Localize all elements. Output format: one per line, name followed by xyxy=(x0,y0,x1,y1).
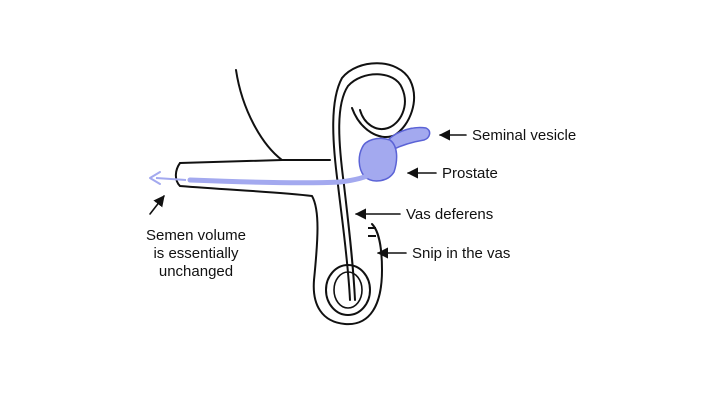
label-semen-line-1: Semen volume xyxy=(146,227,246,244)
label-seminal-vesicle: Seminal vesicle xyxy=(472,127,576,144)
label-snip: Snip in the vas xyxy=(412,245,510,262)
prostate-shape xyxy=(358,137,398,182)
penis-outline xyxy=(174,159,383,326)
label-prostate: Prostate xyxy=(442,165,498,182)
label-vas-deferens: Vas deferens xyxy=(406,206,493,223)
body-outline xyxy=(179,69,283,164)
label-semen-line-2: is essentially xyxy=(153,245,239,262)
semen-flow-arrow xyxy=(155,177,187,181)
label-semen-line-3: unchanged xyxy=(159,263,233,280)
semen-flow-arrowhead xyxy=(149,171,161,185)
urethra-channel xyxy=(187,169,378,186)
seminal-vesicle-shape xyxy=(387,126,431,152)
semen-volume-pointer xyxy=(149,195,165,215)
